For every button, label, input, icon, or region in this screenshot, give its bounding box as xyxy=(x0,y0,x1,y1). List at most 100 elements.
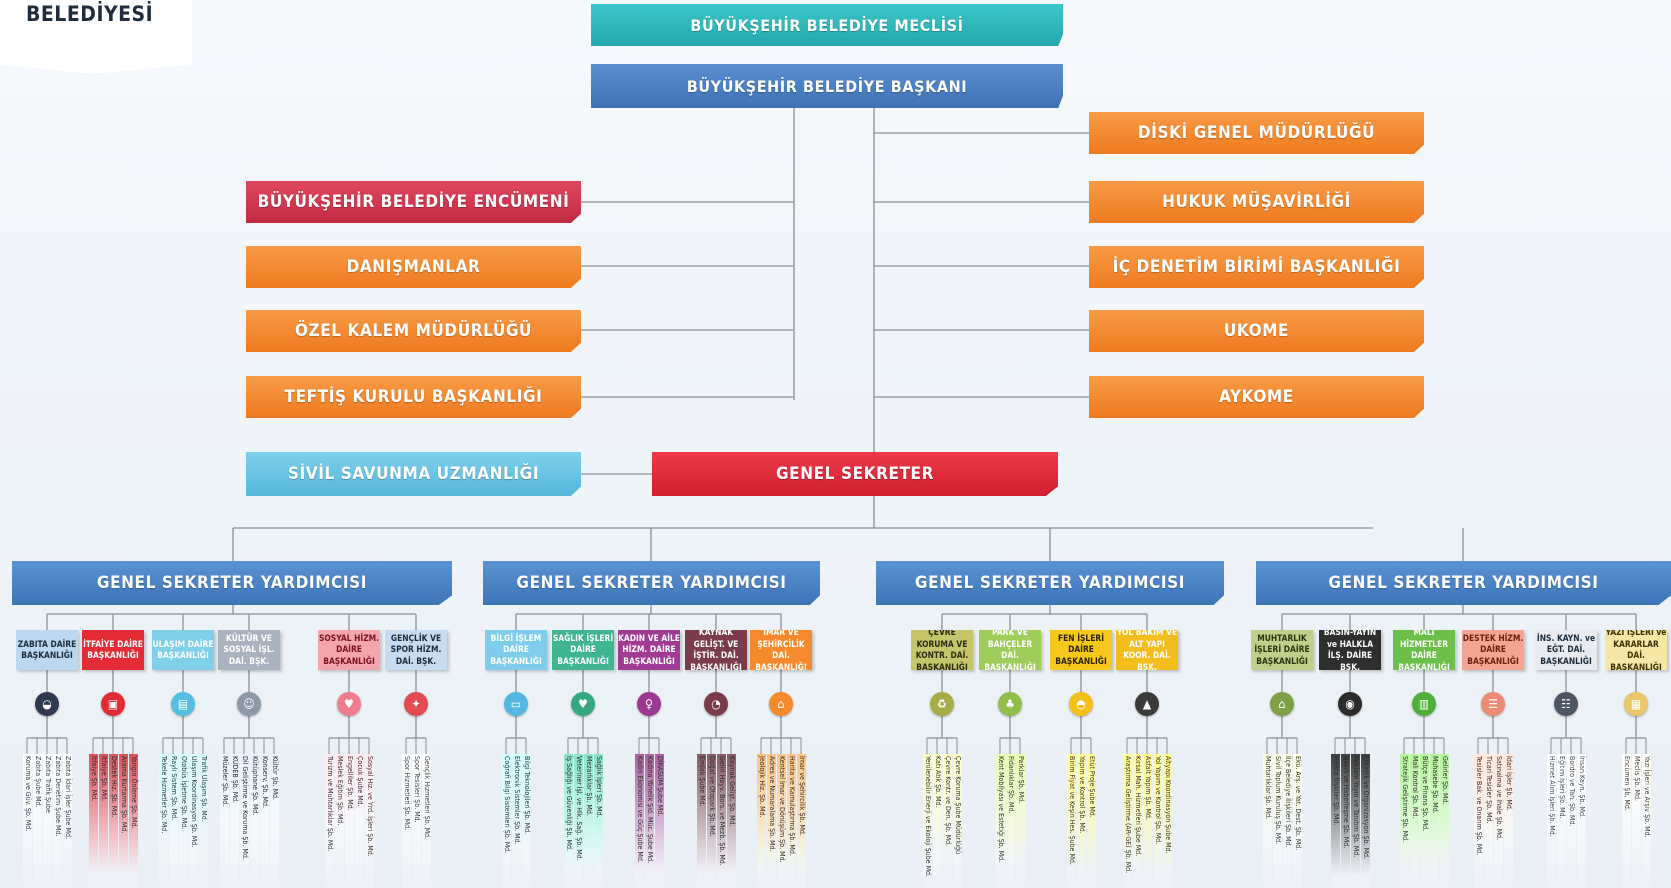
branch-column[interactable]: Katı Atık Şb. Md. xyxy=(933,754,942,888)
diski-directorate-box[interactable]: DİSKİ GENEL MÜDÜRLÜĞÜ xyxy=(1089,112,1424,154)
department-box[interactable]: SAĞLIK İŞLERİ DAİRE BAŞKANLIĞI xyxy=(552,630,614,670)
inspection-board-box[interactable]: TEFTİŞ KURULU BAŞKANLIĞI xyxy=(246,376,581,418)
branch-column[interactable]: Ulaşım Koordinasyon Şb. Md. xyxy=(189,754,198,888)
department-box[interactable]: SOSYAL HİZM. DAİRE BAŞKANLIĞI xyxy=(318,630,380,670)
department-box[interactable]: YOL BAKIM VE ALT YAPI KOOR. DAİ. BŞK. xyxy=(1116,630,1178,670)
branch-column[interactable]: Etkinlik ve Organizasyon Şb. Md. xyxy=(1361,754,1370,888)
branch-column[interactable]: Adres ve Numaralama Şb. Md. xyxy=(767,754,776,888)
branch-column[interactable]: DİKASUM Şube Md. xyxy=(655,754,664,888)
branch-column[interactable]: Coğrafi Bilgi Sistemleri Şb. Md. xyxy=(502,754,511,888)
branch-column[interactable]: Tekele Hizmetler Şb. Md. xyxy=(159,754,168,888)
department-box[interactable]: YAZI İŞLERİ ve KARARLAR DAİ. BAŞKANLIĞI xyxy=(1605,630,1667,670)
branch-column[interactable]: Kültür Şb. Md. xyxy=(270,754,279,888)
branch-column[interactable]: Raylı Sistem Şb. Md. xyxy=(169,754,178,888)
branch-column[interactable]: Mali Kontrol Şb. Md. xyxy=(1410,754,1419,888)
department-box[interactable]: ULAŞIM DAİRE BAŞKANLIĞI xyxy=(152,630,214,670)
branch-column[interactable]: Zabıta Denetim Şube Md. xyxy=(53,754,62,888)
branch-column[interactable]: Kentsel İmar ve Dönüşüm Şb. Md. xyxy=(777,754,786,888)
branch-column[interactable]: Meclis Şb. Md. xyxy=(1632,754,1641,888)
branch-column[interactable]: İtfaiye Şb. Md. xyxy=(89,754,98,888)
branch-column[interactable]: Araştırma Geliştirme (AR-GE) Şb. Md. xyxy=(1123,754,1132,888)
branch-column[interactable]: İnsan Kayn. Şb. Md. xyxy=(1577,754,1586,888)
branch-column[interactable]: Parklar Şb. Md. xyxy=(1016,754,1025,888)
branch-column[interactable]: Sivil Toplum Kuruluş Şb. Md. xyxy=(1273,754,1282,888)
branch-column[interactable]: Harita ve Kamulaştırma Şb. Md. xyxy=(787,754,796,888)
branch-column[interactable]: Kırsal Mah. Hizmetleri Şube Md. xyxy=(1133,754,1142,888)
department-box[interactable]: KÜLTÜR VE SOSYAL İŞL. DAİ. BŞK. xyxy=(218,630,280,670)
private-office-box[interactable]: ÖZEL KALEM MÜDÜRLÜĞÜ xyxy=(246,310,581,352)
branch-column[interactable]: Jeolojik Hiz. Şb. Md. xyxy=(757,754,766,888)
department-box[interactable]: İNS. KAYN. ve EĞT. DAİ. BAŞKANLIĞI xyxy=(1535,630,1597,670)
branch-column[interactable]: Kent Mobilyası ve Estetiği Şb. Md. xyxy=(996,754,1005,888)
department-box[interactable]: PARK VE BAHÇELER DAİ. BAŞKANLIĞI xyxy=(979,630,1041,670)
branch-column[interactable]: İlçe Belediye İlişkileri Şb. Md. xyxy=(1283,754,1292,888)
deputy-secretary-box-3[interactable]: GENEL SEKRETER YARDIMCISI xyxy=(876,561,1224,605)
branch-column[interactable]: Birim Fiyat ve Keşin Hes. Şube Md. xyxy=(1067,754,1076,888)
branch-column[interactable]: Yol Yapım ve Kontrol Şb. Md. xyxy=(1153,754,1162,888)
branch-column[interactable]: Destek Hiz. Şb. Md. xyxy=(109,754,118,888)
branch-column[interactable]: Sosyal Hiz. ve Yrd. İşleri Şb. Md. xyxy=(365,754,374,888)
branch-column[interactable]: Veteriner İşl. ve Hlk. Sağ. Şb. Md. xyxy=(574,754,583,888)
branch-column[interactable]: Turizm ve Muhtarlıklar Şb. Md. xyxy=(325,754,334,888)
department-box[interactable]: BİLGİ İŞLEM DAİRE BAŞKANLIĞI xyxy=(485,630,547,670)
branch-column[interactable]: Spor Hizmetleri Şb. Md. xyxy=(402,754,411,888)
department-box[interactable]: KAYNAK GELİŞT. VE İŞTİR. DAİ. BAŞKANLIĞI xyxy=(685,630,747,670)
branch-column[interactable]: Reklam Yayın ve Tanıtım Şb. Md. xyxy=(1351,754,1360,888)
secretary-general-box[interactable]: GENEL SEKRETER xyxy=(652,452,1058,496)
branch-column[interactable]: Etüt Proje Şube Md. xyxy=(1087,754,1096,888)
branch-column[interactable]: Tesisler Bak. ve Onarım Şb. Md. xyxy=(1474,754,1483,888)
branch-column[interactable]: Kaynak Gelişt. Şb. Md. xyxy=(727,754,736,888)
department-box[interactable]: İMAR VE ŞEHİRCİLİK DAİ. BAŞKANLIĞI xyxy=(750,630,812,670)
branch-column[interactable]: Hizmet Alım İşleri Şb. Md. xyxy=(1547,754,1556,888)
branch-column[interactable]: Altyapı Koordinasyon Şube Md. xyxy=(1163,754,1172,888)
branch-column[interactable]: Müzeler Şb. Md. xyxy=(220,754,229,888)
branch-column[interactable]: İdari İşler Şb. Md. xyxy=(1504,754,1513,888)
branch-column[interactable]: İtfaiye Şb. Md. xyxy=(99,754,108,888)
branch-column[interactable]: Trafik Ulaşım Şb. Md. xyxy=(199,754,208,888)
branch-column[interactable]: Emlak Şube Md. xyxy=(697,754,706,888)
branch-column[interactable]: Stratejik Geliştirme Şb. Md. xyxy=(1400,754,1409,888)
branch-column[interactable]: Kadına Yönelik Şid. Müc. Şube Md. xyxy=(645,754,654,888)
branch-column[interactable]: İş Sağlığı ve Güvenliği Şb. Md. xyxy=(564,754,573,888)
branch-column[interactable]: Yazı İşleri ve Arşiv Şb. Md. xyxy=(1642,754,1651,888)
branch-column[interactable]: Otobüs İşletme Şb. Md. xyxy=(179,754,188,888)
branch-column[interactable]: Basın ve Haberleşme Şb. Md. xyxy=(1341,754,1350,888)
branch-column[interactable]: Çevre Kontr. ve Den. Şb. Md. xyxy=(943,754,952,888)
deputy-secretary-box-1[interactable]: GENEL SEKRETER YARDIMCISI xyxy=(12,561,452,605)
ukome-box[interactable]: UKOME xyxy=(1089,310,1424,352)
branch-column[interactable]: Konserv. Şb. Md. xyxy=(260,754,269,888)
branch-column[interactable]: Çocuk Şube Md. xyxy=(355,754,364,888)
department-box[interactable]: MUHTARLIK İŞLERİ DAİRE BAŞKANLIĞI xyxy=(1251,630,1313,670)
branch-column[interactable]: Bilgi Teknolojileri Şb. Md. xyxy=(522,754,531,888)
mayor-box[interactable]: BÜYÜKŞEHİR BELEDİYE BAŞKANI xyxy=(591,64,1063,108)
branch-column[interactable]: Bordro ve Tah. Şb. Md. xyxy=(1567,754,1576,888)
branch-column[interactable]: Encümen Şb. Md. xyxy=(1622,754,1631,888)
department-box[interactable]: KADIN VE AİLE HİZM. DAİRE BAŞKANLIĞI xyxy=(618,630,680,670)
branch-column[interactable]: Ticari Tesisler Şb. Md. xyxy=(1484,754,1493,888)
civil-defense-box[interactable]: SİVİL SAVUNMA UZMANLIĞI xyxy=(246,452,581,496)
branch-column[interactable]: Halkla İlişkiler Şb. Md. xyxy=(1331,754,1340,888)
deputy-secretary-box-4[interactable]: GENEL SEKRETER YARDIMCISI xyxy=(1256,561,1671,605)
branch-column[interactable]: Dil Geliştirme ve Koruma Şb. Md. xyxy=(240,754,249,888)
branch-column[interactable]: Kadın Ekonomisi ve Güç Şube Md. xyxy=(635,754,644,888)
legal-counsel-box[interactable]: HUKUK MÜŞAVİRLİĞİ xyxy=(1089,181,1424,223)
branch-column[interactable]: Satınalma ve İhale Şb. Md. xyxy=(1494,754,1503,888)
council-box[interactable]: BÜYÜKŞEHİR BELEDİYE MECLİSİ xyxy=(591,4,1063,46)
branch-column[interactable]: Engelliler Şb. Md. xyxy=(345,754,354,888)
branch-column[interactable]: Yapım ve Kontrol Şb. Md. xyxy=(1077,754,1086,888)
branch-column[interactable]: Meslek Eğitim Şb. Md. xyxy=(335,754,344,888)
branch-column[interactable]: Fidanlıklar Şb. Md. xyxy=(1006,754,1015,888)
branch-column[interactable]: Bütçe ve Finans Şb. Md. xyxy=(1420,754,1429,888)
department-box[interactable]: GENÇLİK VE SPOR HİZM. DAİ. BŞK. xyxy=(385,630,447,670)
department-box[interactable]: FEN İŞLERİ DAİRE BAŞKANLIĞI xyxy=(1050,630,1112,670)
branch-column[interactable]: Zabıta İdari İşler Şube Md. xyxy=(63,754,72,888)
branch-column[interactable]: Muhtarlıklar Şb. Md. xyxy=(1263,754,1272,888)
branch-column[interactable]: Muhasebe Şb. Md. xyxy=(1430,754,1439,888)
branch-column[interactable]: İmar ve Şehircilik Şb. Md. xyxy=(797,754,806,888)
department-box[interactable]: ZABITA DAİRE BAŞKANLIĞI xyxy=(16,630,78,670)
department-box[interactable]: BASIN-YAYIN ve HALKLA İLŞ. DAİRE BŞK. xyxy=(1319,630,1381,670)
branch-column[interactable]: Geliri Hayv. Bors. ve Mezb. Şb. Md. xyxy=(717,754,726,888)
deputy-secretary-box-2[interactable]: GENEL SEKRETER YARDIMCISI xyxy=(483,561,820,605)
branch-column[interactable]: Asfalt Yapım Şb. Md. xyxy=(1143,754,1152,888)
branch-column[interactable]: Yangın Önleme Şb. Md. xyxy=(129,754,138,888)
